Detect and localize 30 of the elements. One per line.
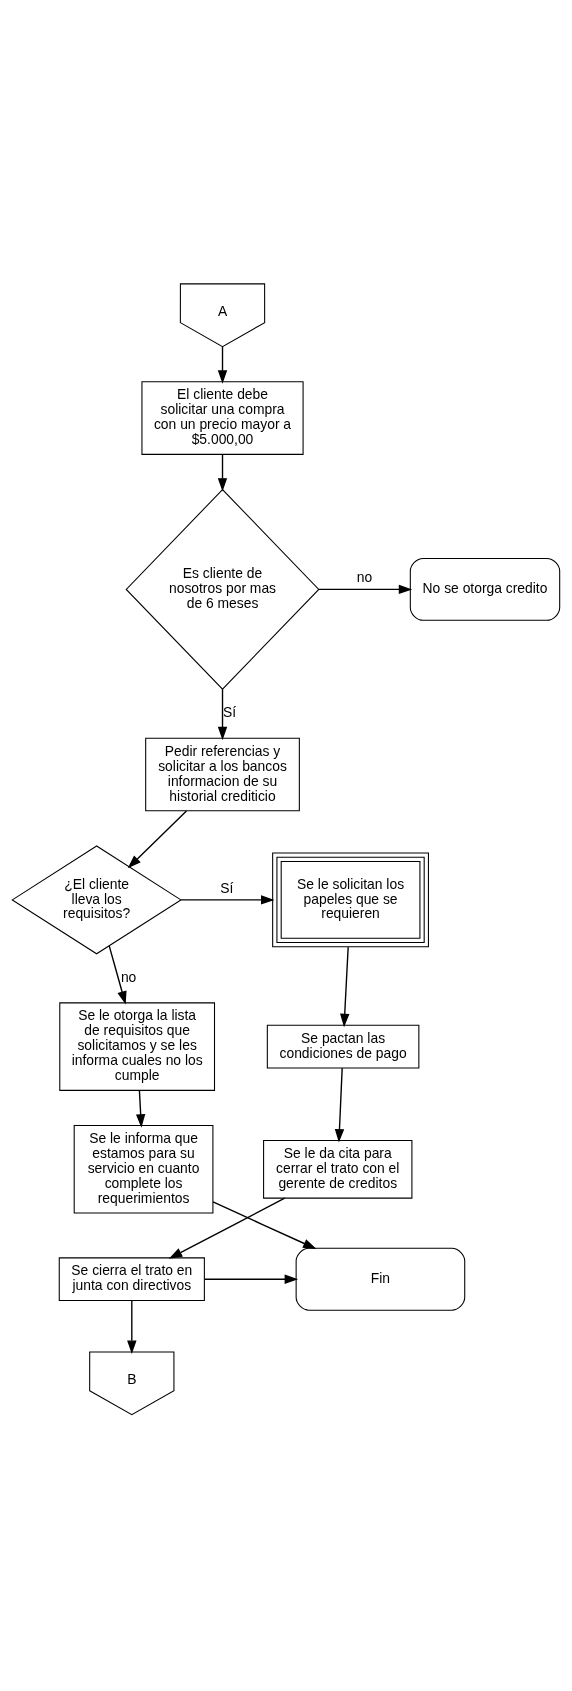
node-box: El cliente debe solicitar una compra con un precio mayor a $5.000,00 xyxy=(141,380,304,455)
node-box: Se pactan las condiciones de pago xyxy=(266,1024,420,1068)
arrow xyxy=(108,944,127,1005)
arrow xyxy=(168,1196,286,1259)
edge-label: Sí xyxy=(222,703,236,720)
node-box: Se le solicitan los papeles que se requieren xyxy=(272,851,429,947)
arrow xyxy=(334,1066,345,1143)
node-box: Se le otorga la lista de requisitos que solicitamos y se les informa cuales no los cumple xyxy=(59,1001,216,1091)
node-diamond: Es cliente de nosotros por mas de 6 meses xyxy=(125,488,320,690)
arrow xyxy=(127,1299,137,1354)
arrow xyxy=(135,1089,146,1128)
arrow xyxy=(217,345,228,384)
arrow xyxy=(217,453,228,492)
node-box: Se cierra el trato en junta con directivos xyxy=(58,1256,205,1301)
node-box: Fin xyxy=(295,1247,466,1311)
node-box: Se le da cita para cerrar el trato con el gerente de creditos xyxy=(263,1139,413,1199)
arrow xyxy=(212,1200,317,1249)
arrow xyxy=(127,809,188,868)
node-box: Pedir referencias y solicitar a los bancos informacion de su historial crediticio xyxy=(145,737,300,811)
arrow xyxy=(180,894,275,905)
arrow xyxy=(203,1274,299,1284)
node-diamond: ¿El cliente lleva los requisitos? xyxy=(11,844,182,954)
edge-label: no xyxy=(120,968,137,985)
arrow xyxy=(340,945,350,1027)
node-box: No se otorga credito xyxy=(409,557,561,621)
edge-label: no xyxy=(356,568,373,585)
arrow xyxy=(217,688,228,740)
edge-label: Sí xyxy=(220,879,234,896)
arrow xyxy=(318,584,413,594)
node-box: Se le informa que estamos para su servicio en cuanto complete los requerimientos xyxy=(73,1124,214,1214)
